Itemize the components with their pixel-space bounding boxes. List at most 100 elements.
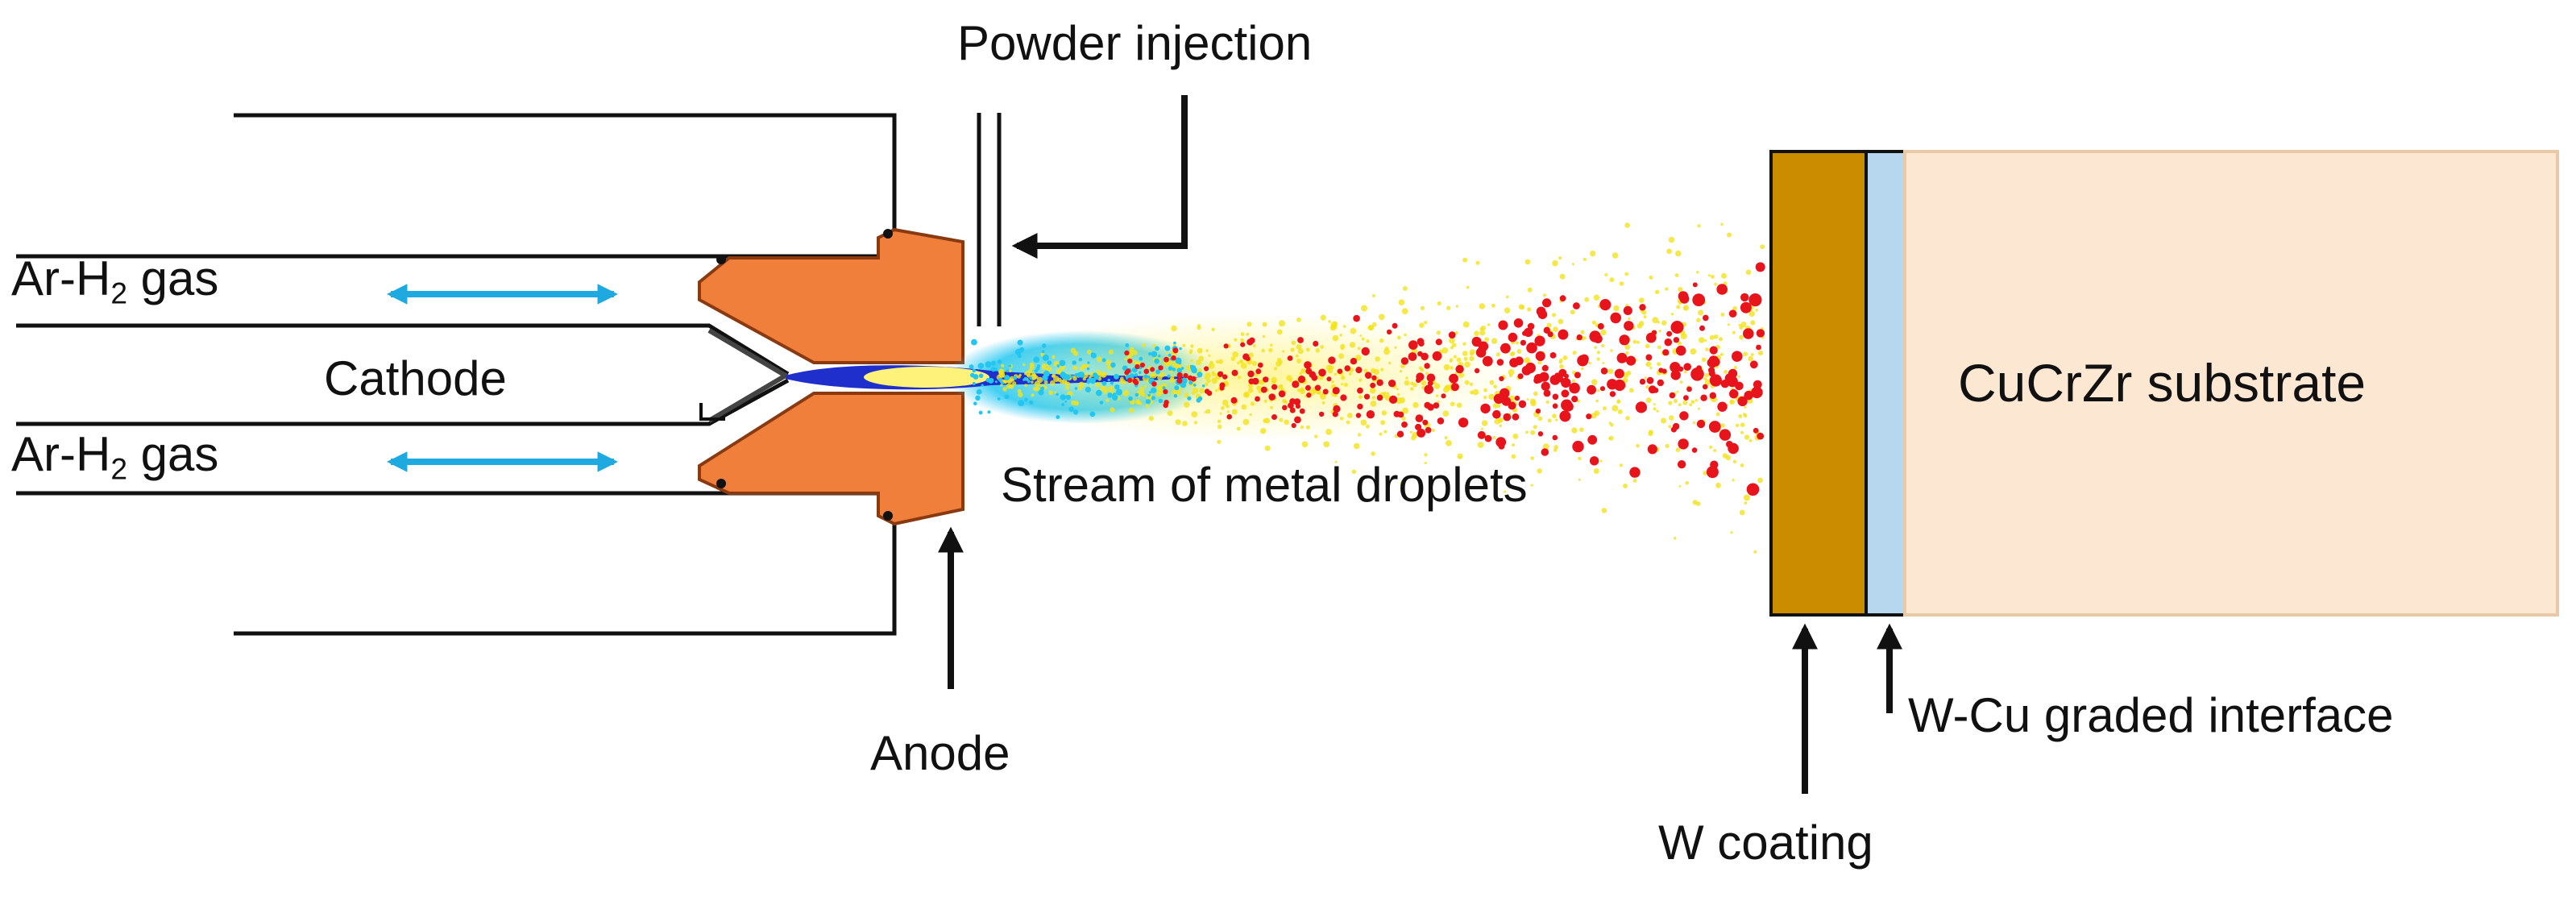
droplet xyxy=(1328,356,1336,364)
droplet xyxy=(1368,325,1375,331)
droplet xyxy=(977,363,985,369)
droplet xyxy=(1696,271,1699,274)
droplet xyxy=(1359,378,1363,382)
droplet xyxy=(1471,336,1482,347)
droplet xyxy=(1748,310,1756,318)
droplet xyxy=(1289,407,1296,413)
droplet xyxy=(1614,368,1624,379)
droplet xyxy=(1415,414,1424,422)
droplet xyxy=(1543,326,1551,334)
droplet xyxy=(1535,408,1541,414)
droplet xyxy=(1167,374,1171,378)
droplet xyxy=(1437,417,1445,425)
droplet xyxy=(1411,435,1417,441)
droplet xyxy=(1718,337,1724,342)
droplet xyxy=(1396,335,1401,340)
droplet xyxy=(1495,352,1500,357)
droplet xyxy=(1709,346,1718,355)
droplet xyxy=(1189,351,1193,355)
droplet xyxy=(1268,347,1273,353)
droplet xyxy=(1175,419,1181,426)
droplet xyxy=(1384,347,1389,351)
droplet xyxy=(1099,401,1104,405)
droplet xyxy=(1151,351,1158,358)
droplet xyxy=(1242,418,1250,426)
droplet xyxy=(1632,479,1637,483)
droplet xyxy=(1386,329,1392,335)
droplet xyxy=(1145,404,1150,409)
droplet xyxy=(1577,399,1580,403)
droplet xyxy=(1483,395,1487,400)
droplet xyxy=(1151,396,1155,401)
droplet xyxy=(1396,430,1404,438)
droplet xyxy=(1639,378,1646,385)
droplet xyxy=(1658,330,1661,333)
droplet xyxy=(1284,419,1289,426)
droplet xyxy=(1078,381,1085,388)
droplet xyxy=(1558,360,1562,364)
droplet xyxy=(1450,366,1454,370)
droplet xyxy=(998,377,1002,382)
droplet xyxy=(1603,406,1607,411)
droplet xyxy=(1524,259,1531,265)
droplet xyxy=(1327,367,1334,374)
droplet xyxy=(1236,426,1241,431)
droplet xyxy=(1696,419,1706,429)
droplet xyxy=(1128,396,1133,401)
droplet xyxy=(1397,392,1400,397)
droplet xyxy=(1578,456,1582,461)
droplet xyxy=(1632,339,1637,344)
droplet xyxy=(1549,352,1557,359)
droplet xyxy=(1645,384,1649,389)
droplet xyxy=(1599,386,1606,392)
droplet xyxy=(1446,305,1451,310)
droplet xyxy=(1645,343,1650,349)
droplet xyxy=(1494,418,1500,425)
droplet xyxy=(1143,368,1150,375)
droplet xyxy=(1464,361,1471,368)
droplet xyxy=(1135,392,1139,397)
droplet xyxy=(1371,294,1375,297)
droplet xyxy=(1437,301,1441,306)
droplet xyxy=(1675,447,1681,452)
droplet xyxy=(1491,303,1495,308)
droplet xyxy=(993,367,998,372)
droplet xyxy=(1472,388,1479,396)
droplet xyxy=(1559,295,1566,302)
droplet xyxy=(1318,368,1326,377)
droplet xyxy=(1636,444,1640,448)
droplet xyxy=(1462,351,1468,356)
droplet xyxy=(1278,320,1285,327)
droplet xyxy=(1001,381,1004,385)
droplet xyxy=(1669,392,1676,399)
droplet xyxy=(1657,362,1661,367)
droplet xyxy=(1558,329,1569,340)
droplet xyxy=(1400,357,1409,365)
droplet xyxy=(1744,390,1753,401)
droplet xyxy=(1090,352,1094,356)
droplet xyxy=(1444,436,1448,440)
droplet xyxy=(1729,399,1735,405)
droplet xyxy=(1537,431,1544,437)
droplet xyxy=(1480,403,1491,414)
droplet xyxy=(1261,348,1265,353)
droplet xyxy=(1052,374,1055,378)
droplet xyxy=(1424,321,1428,325)
droplet xyxy=(1427,404,1434,411)
droplet xyxy=(1361,347,1370,356)
droplet xyxy=(1501,397,1512,406)
droplet xyxy=(1639,304,1646,311)
droplet xyxy=(1664,338,1673,347)
droplet xyxy=(1508,332,1518,343)
droplet xyxy=(1198,355,1204,362)
droplet xyxy=(1426,373,1436,383)
droplet xyxy=(1629,388,1634,393)
droplet xyxy=(1029,376,1033,380)
droplet xyxy=(1579,427,1584,432)
droplet xyxy=(1180,381,1187,388)
droplet xyxy=(1296,344,1302,350)
droplet xyxy=(1175,357,1182,364)
droplet xyxy=(1389,395,1398,404)
droplet xyxy=(1059,359,1066,367)
droplet xyxy=(1720,222,1724,226)
